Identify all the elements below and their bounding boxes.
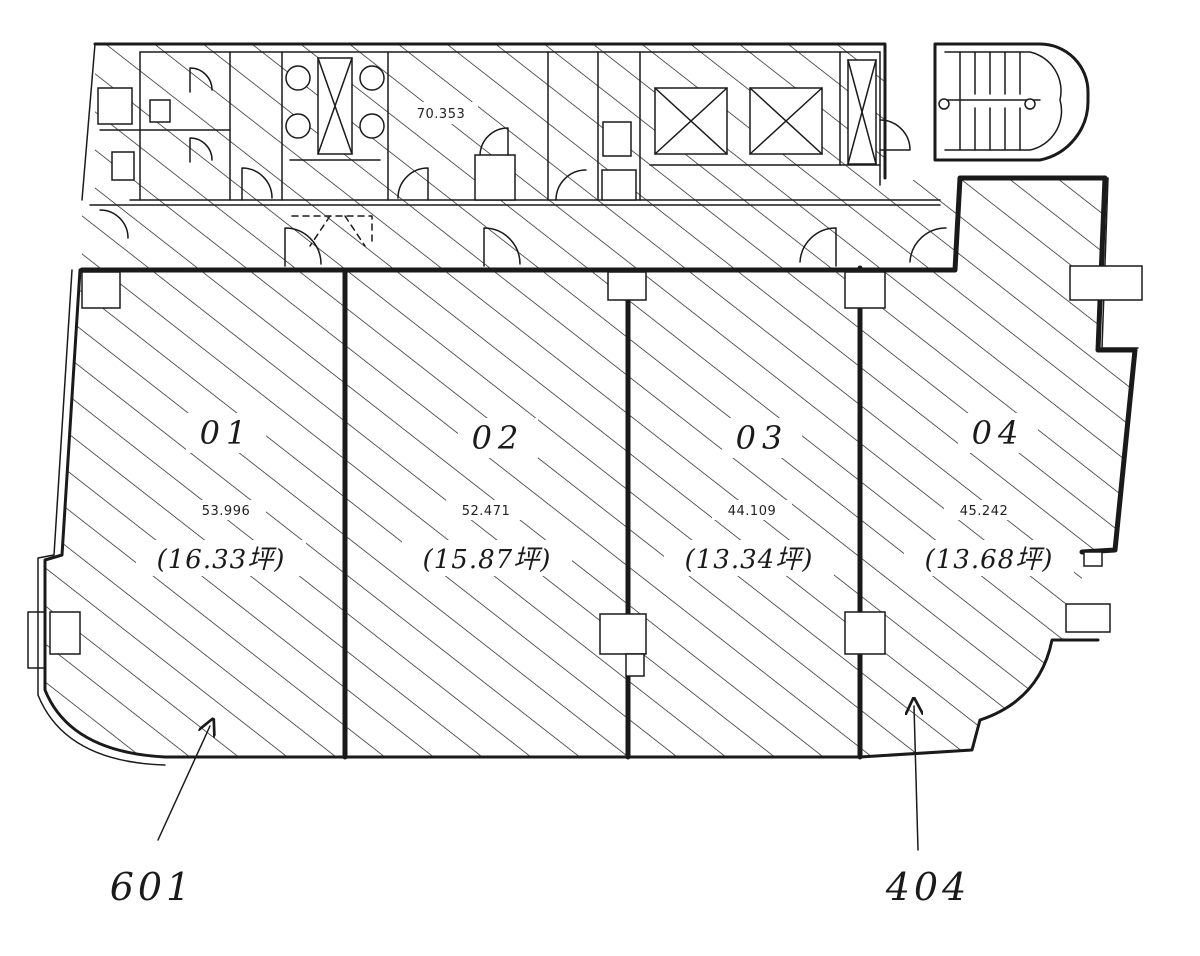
door-swings — [99, 67, 947, 267]
unit-04-tsubo: (13.68坪) — [925, 545, 1054, 575]
unit-02-tsubo: (15.87坪) — [423, 545, 552, 575]
unit-01-label: 01 53.996 (16.33坪) — [136, 413, 306, 576]
unit-01-number: 01 — [200, 414, 253, 452]
unit-01-tsubo: (16.33坪) — [157, 545, 286, 575]
unit-04-area-text: 45.242 — [960, 504, 1009, 519]
unit-02-area-text: 52.471 — [462, 504, 511, 519]
service-core — [81, 42, 960, 268]
unit-04-label: 04 45.242 (13.68坪) — [904, 413, 1074, 576]
callout-404: 404 — [885, 706, 971, 909]
unit-labels: 01 53.996 (16.33坪) 02 52.471 (15.87坪) 03… — [136, 413, 1074, 576]
unit-03-area-text: 44.109 — [728, 504, 777, 519]
elevator-shafts — [654, 59, 877, 165]
unit-01-area-text: 53.996 — [202, 504, 251, 519]
callout-601-arrow — [157, 726, 210, 841]
common-area-label: 70.353 — [404, 102, 478, 124]
common-area-text: 70.353 — [417, 107, 466, 122]
callout-404-text: 404 — [885, 865, 971, 909]
unit-04-number: 04 — [972, 414, 1025, 452]
unit-02-label: 02 52.471 (15.87坪) — [402, 418, 572, 576]
unit-02-number: 02 — [472, 419, 525, 457]
toilet-fixtures — [97, 57, 637, 201]
callout-404-arrow — [914, 706, 918, 851]
unit-03-tsubo: (13.34坪) — [685, 545, 814, 575]
callout-601: 601 — [110, 726, 210, 909]
stair-tower — [933, 42, 1090, 162]
unit-03-number: 03 — [736, 419, 789, 457]
callout-601-text: 601 — [110, 865, 195, 909]
unit-03-label: 03 44.109 (13.34坪) — [664, 418, 834, 576]
